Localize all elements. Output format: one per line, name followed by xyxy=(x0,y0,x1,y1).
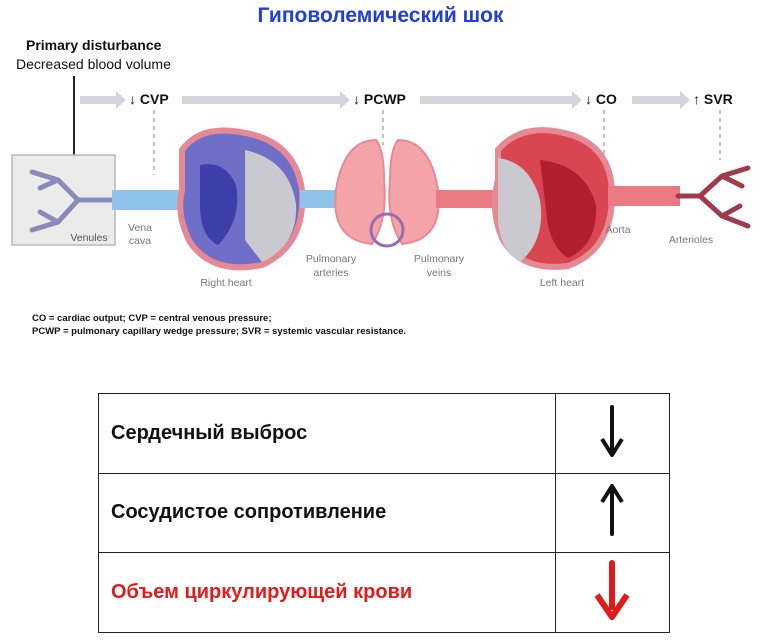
table-row: Объем циркулирующей крови xyxy=(98,552,671,633)
pulmonary-vein-tube xyxy=(436,190,496,208)
lungs-graphic xyxy=(334,138,440,248)
row-label-cardiac-output: Сердечный выброс xyxy=(98,393,556,474)
guide-lines xyxy=(153,110,721,175)
up-arrow-icon xyxy=(554,472,671,554)
down-arrow-icon xyxy=(554,393,671,474)
aorta-label: Aorta xyxy=(605,224,631,236)
page-title: Гиповолемический шок xyxy=(257,4,504,27)
pulmonary-arteries-label: Pulmonary arteries xyxy=(305,253,357,279)
pcwp-label: ↓ PCWP xyxy=(351,91,408,107)
flow-arrows xyxy=(80,91,690,109)
right-heart-label: Right heart xyxy=(200,277,252,289)
cvp-label: ↓ CVP xyxy=(127,91,171,107)
legend-line-1: CO = cardiac output; CVP = central venou… xyxy=(32,313,272,324)
vena-cava-label: Vena cava xyxy=(128,222,152,247)
table-row: Сосудистое сопротивление xyxy=(98,472,671,554)
circulation-diagram xyxy=(11,76,751,271)
arterioles-icon xyxy=(675,165,751,229)
red-down-arrow-icon xyxy=(554,552,671,633)
left-heart-label: Left heart xyxy=(539,277,585,289)
table-row: Сердечный выброс xyxy=(98,393,671,474)
row-label-circulating-volume: Объем циркулирующей крови xyxy=(98,552,556,633)
aorta-tube xyxy=(608,186,680,206)
co-label: ↓ CO xyxy=(583,91,619,107)
arterioles-label: Arterioles xyxy=(668,234,714,246)
venules-icon xyxy=(29,169,115,233)
legend-line-2: PCWP = pulmonary capillary wedge pressur… xyxy=(32,326,407,337)
row-label-vascular-resistance: Сосудистое сопротивление xyxy=(98,472,556,554)
left-heart-graphic xyxy=(491,127,616,270)
primary-disturbance-heading: Primary disturbance xyxy=(26,37,162,53)
primary-disturbance-subheading: Decreased blood volume xyxy=(16,56,171,72)
svr-label: ↑ SVR xyxy=(691,91,735,107)
pulmonary-artery-tube xyxy=(300,190,342,208)
venules-label: Venules xyxy=(70,232,108,244)
vena-cava-tube xyxy=(112,190,182,210)
summary-table: Сердечный выброс Сосудистое сопротивлени… xyxy=(98,393,671,633)
right-heart-graphic xyxy=(177,127,306,271)
pulmonary-veins-label: Pulmonary veins xyxy=(413,253,465,279)
